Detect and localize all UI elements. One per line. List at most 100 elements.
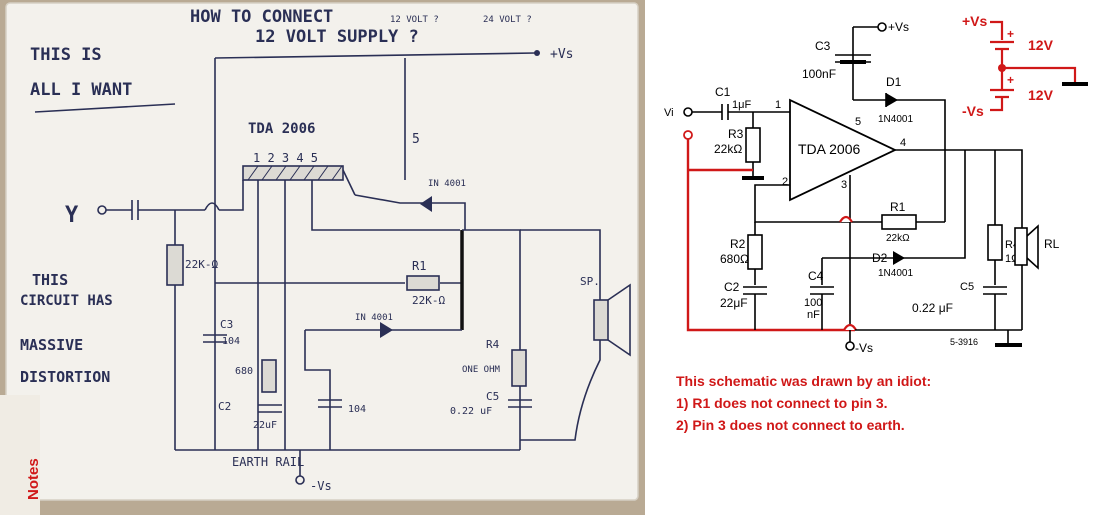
sch-c5-value: 0.22 μF: [912, 301, 953, 315]
sch-d2: [893, 251, 905, 265]
sch-pin3: 3: [841, 179, 847, 191]
sketch-c3-value: 104: [222, 336, 240, 347]
sch-c1-name: C1: [715, 85, 731, 99]
sch-d1-value: 1N4001: [878, 114, 913, 125]
sketch-c3: [203, 334, 227, 343]
sch-c4-value-1: 100: [804, 297, 822, 309]
sch-rl: RL: [1044, 237, 1060, 251]
sketch-diode-top: IN 4001: [428, 179, 466, 189]
sketch-title-note-a: 12 VOLT ?: [390, 15, 439, 25]
sch-pin4: 4: [900, 137, 906, 149]
sch-c4-name: C4: [808, 269, 824, 283]
sch-pin2: 2: [782, 176, 788, 188]
speaker-wire: [520, 229, 601, 441]
sketch-d1: [420, 196, 432, 212]
sketch-d2: [380, 322, 393, 338]
sketch-want-line2: ALL I WANT: [30, 80, 132, 100]
sch-supply-v1: 12V: [1028, 37, 1054, 53]
sketch-r680-label: 680: [235, 366, 253, 377]
sketch-speaker: [593, 299, 609, 341]
sketch-diode-mid: IN 4001: [355, 313, 393, 323]
sch-d2-wire: [850, 150, 966, 259]
sketch-r4: [511, 349, 527, 387]
notes-tab: [0, 395, 40, 515]
sketch-want-line1: THIS IS: [30, 45, 102, 65]
sketch-c2-name: C2: [218, 400, 231, 413]
sch-d2-name: D2: [872, 251, 888, 265]
sch-pin5: 5: [855, 116, 861, 128]
sketch-r1-name: R1: [412, 259, 426, 273]
speaker-cone: [607, 283, 631, 357]
note-card: [5, 2, 639, 501]
sch-c3-value: 100nF: [802, 67, 836, 81]
sch-minus-vs-bottom: -Vs: [855, 341, 873, 355]
supply-rail: [214, 52, 536, 59]
sch-speaker: [1014, 227, 1028, 266]
sch-d1-wire: [853, 99, 946, 150]
sch-c5-name: C5: [960, 281, 974, 293]
sketch-chip-label: TDA 2006: [248, 121, 315, 137]
sch-plus-sign-2: +: [1007, 73, 1014, 87]
sch-input-terminal: [683, 107, 693, 117]
sch-supply-plus: +Vs: [962, 13, 988, 29]
sketch-c104-value: 104: [348, 404, 366, 415]
sch-plus-sign-1: +: [1007, 27, 1014, 41]
sketch-distortion-line1: THIS: [32, 271, 68, 289]
sketch-distortion-line2: CIRCUIT HAS: [20, 293, 113, 309]
sch-red-wire: [686, 139, 855, 332]
sch-r1-value: 22kΩ: [886, 233, 910, 244]
sch-vi: Vi: [664, 107, 674, 119]
sch-r1: [881, 214, 917, 230]
sch-figure-code: 5-3916: [950, 337, 978, 347]
sch-pin1: 1: [775, 99, 781, 111]
want-underline: [34, 103, 176, 113]
sketch-pin5-mark: 5: [412, 132, 420, 147]
sketch-r2-value: 22K-Ω: [185, 258, 218, 271]
sch-c1: [692, 104, 790, 120]
sketch-minus-vs: -Vs: [310, 479, 332, 493]
annotation-line1: This schematic was drawn by an idiot:: [676, 373, 931, 389]
sch-r2-value: 680Ω: [720, 252, 749, 266]
sketch-c2-value: 22uF: [253, 420, 277, 431]
sketch-pin-numbers: 1 2 3 4 5: [253, 151, 318, 165]
sch-speaker-cone: [1026, 224, 1039, 270]
chip-pin5-lead: [342, 169, 356, 196]
sch-r1-name: R1: [890, 200, 906, 214]
sketch-chip-body: [242, 165, 344, 181]
sketch-photo: Notes HOW TO CONNECT 12 VOLT SUPPLY ? 12…: [0, 0, 645, 515]
sch-r3: [745, 127, 761, 163]
sch-r3-name: R3: [728, 127, 744, 141]
input-crossover: [204, 202, 220, 211]
sketch-c104: [318, 399, 342, 408]
pin1-wire: [219, 180, 244, 211]
sketch-r1: [406, 275, 440, 291]
sketch-r4-name: R4: [486, 338, 500, 351]
sch-d1-name: D1: [886, 75, 902, 89]
sketch-canvas: Notes HOW TO CONNECT 12 VOLT SUPPLY ? 12…: [0, 2, 639, 515]
sketch-c5-value: 0.22 uF: [450, 406, 492, 417]
sch-c2: [743, 269, 767, 330]
sch-supply-v2: 12V: [1028, 87, 1054, 103]
sch-speaker-wire: [995, 149, 1023, 330]
annotation-line2: 1) R1 does not connect to pin 3.: [676, 395, 888, 411]
sch-red-terminal: [683, 130, 693, 140]
d1-wire: [354, 194, 466, 230]
sketch-plus-vs: +Vs: [550, 47, 573, 62]
sch-r4: [987, 224, 1003, 261]
sch-r4-c5-wire: [983, 150, 1007, 330]
sketch-c5: [508, 399, 532, 408]
sketch-c3-name: C3: [220, 318, 233, 331]
sketch-input-symbol: Y: [65, 203, 79, 228]
sketch-r680: [261, 359, 277, 393]
sch-r3-value: 22kΩ: [714, 142, 742, 156]
sch-c4-value-2: nF: [807, 309, 820, 321]
sketch-distortion-line4: DISTORTION: [20, 368, 110, 386]
c104-wire: [304, 330, 331, 450]
sketch-c5-name: C5: [486, 390, 499, 403]
sch-chip-label: TDA 2006: [798, 141, 860, 157]
sch-neg-terminal: [845, 341, 855, 351]
input-cap: [106, 200, 205, 220]
chip-hatching: [247, 165, 343, 181]
sch-red-hop-bottom: [843, 323, 857, 331]
reference-schematic: +Vs C3 100nF Vi C1 1μF 1 R3 22kΩ TDA 200…: [650, 0, 1105, 515]
